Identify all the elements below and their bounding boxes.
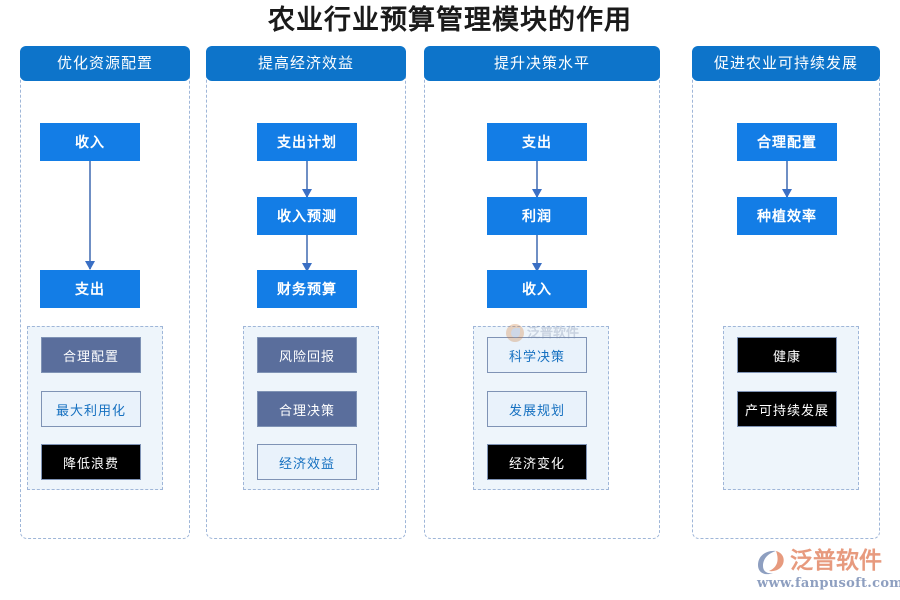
tag-box-col1-1[interactable]: 合理配置 [41, 337, 141, 373]
tag-box-col3-1[interactable]: 科学决策 [487, 337, 587, 373]
column-promote-sustainable-agriculture: 促进农业可持续发展 合理配置 种植效率 健康 产可持续发展 [692, 46, 880, 539]
tag-box-col2-1[interactable]: 风险回报 [257, 337, 357, 373]
tag-box-col2-2[interactable]: 合理决策 [257, 391, 357, 427]
arrow-col3-2-to-3 [532, 235, 542, 272]
flow-box-col1-2[interactable]: 支出 [40, 270, 140, 308]
flow-box-col4-1[interactable]: 合理配置 [737, 123, 837, 161]
flow-box-col2-2[interactable]: 收入预测 [257, 197, 357, 235]
arrow-col2-2-to-3 [302, 235, 312, 272]
flow-box-col3-2[interactable]: 利润 [487, 197, 587, 235]
arrow-col2-1-to-2 [302, 161, 312, 198]
tag-box-col2-3[interactable]: 经济效益 [257, 444, 357, 480]
column-optimize-resource-allocation: 优化资源配置 收入 支出 合理配置 最大利用化 降低浪费 [20, 46, 190, 539]
page-title: 农业行业预算管理模块的作用 [268, 5, 632, 36]
flow-box-col2-3[interactable]: 财务预算 [257, 270, 357, 308]
flow-box-col1-1[interactable]: 收入 [40, 123, 140, 161]
arrow-col1-1-to-2 [85, 161, 95, 270]
flow-box-col2-1[interactable]: 支出计划 [257, 123, 357, 161]
tag-box-col3-3[interactable]: 经济变化 [487, 444, 587, 480]
flow-box-col3-3[interactable]: 收入 [487, 270, 587, 308]
tag-box-col4-2[interactable]: 产可持续发展 [737, 391, 837, 427]
flow-box-col4-2[interactable]: 种植效率 [737, 197, 837, 235]
column-1-header[interactable]: 优化资源配置 [20, 46, 190, 81]
tag-box-col4-1[interactable]: 健康 [737, 337, 837, 373]
brand-name: 泛普软件 [790, 548, 882, 574]
column-2-header[interactable]: 提高经济效益 [206, 46, 406, 81]
brand-logo: 泛普软件 www.fanpusoft.com [756, 548, 900, 594]
column-improve-economic-benefit: 提高经济效益 支出计划 收入预测 财务预算 风险回报 合理决策 经济效益 [206, 46, 406, 539]
column-improve-decision-level: 提升决策水平 支出 利润 收入 科学决策 发展规划 经济变化 [424, 46, 660, 539]
tag-box-col3-2[interactable]: 发展规划 [487, 391, 587, 427]
fanpu-logo-icon [756, 549, 786, 576]
column-4-header[interactable]: 促进农业可持续发展 [692, 46, 880, 81]
brand-url: www.fanpusoft.com [757, 576, 900, 591]
tag-box-col1-3[interactable]: 降低浪费 [41, 444, 141, 480]
arrow-col4-1-to-2 [782, 161, 792, 198]
flow-box-col3-1[interactable]: 支出 [487, 123, 587, 161]
column-3-header[interactable]: 提升决策水平 [424, 46, 660, 81]
tag-box-col1-2[interactable]: 最大利用化 [41, 391, 141, 427]
arrow-col3-1-to-2 [532, 161, 542, 198]
